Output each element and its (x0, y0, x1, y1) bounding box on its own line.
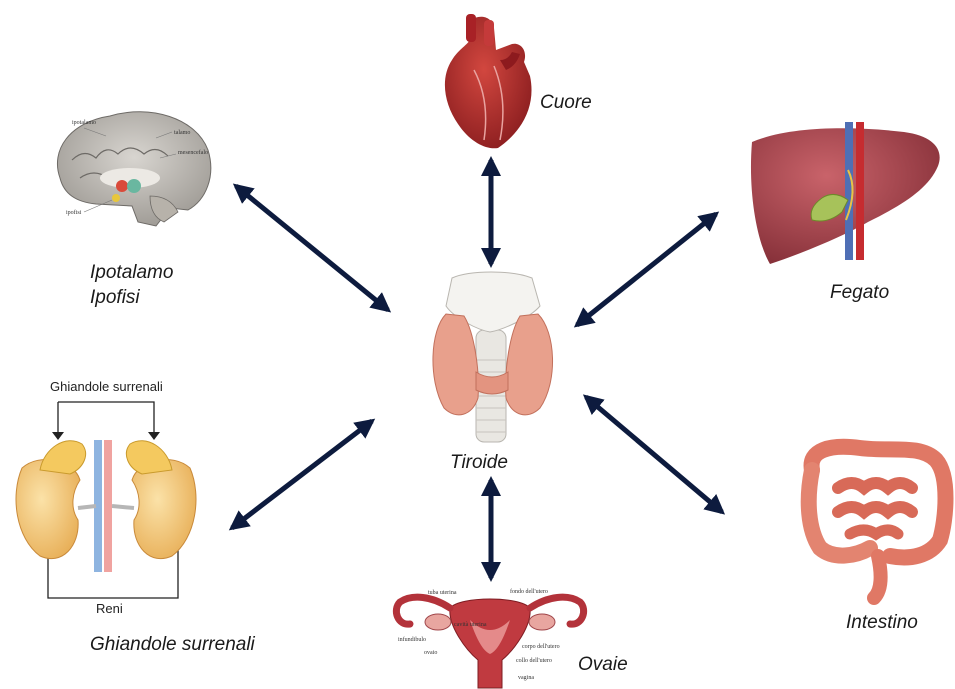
ovary-annotation-ovaio: ovaio (424, 650, 437, 656)
arrow-liver (577, 214, 716, 325)
label-fegato: Fegato (830, 282, 889, 304)
ovary-annotation-cavita: cavità uterina (454, 622, 486, 628)
label-ipofisi: Ipofisi (90, 287, 140, 309)
arrow-adrenal (232, 421, 372, 528)
brain-annotation-ipofisi: ipofisi (66, 210, 81, 216)
brain-annotation-ipotalamo: ipotalamo (72, 120, 96, 126)
brain-annotation-talamo: talamo (174, 130, 190, 136)
label-ovaie: Ovaie (578, 654, 628, 676)
ovary-annotation-infundibulo: infundibulo (398, 637, 426, 643)
label-intestino: Intestino (846, 612, 918, 634)
label-tiroide: Tiroide (450, 452, 508, 474)
label-ghiandole-surrenali: Ghiandole surrenali (90, 634, 255, 656)
label-cuore: Cuore (540, 92, 592, 114)
label-ipotalamo: Ipotalamo (90, 262, 173, 284)
thyroid-illustration (433, 272, 553, 442)
heart-illustration (445, 14, 532, 148)
ovary-annotation-fondo: fondo dell'utero (510, 589, 548, 595)
brain-annotation-mesencefalo: mesencefalo (178, 150, 208, 156)
ovary-annotation-vagina: vagina (518, 675, 534, 681)
adrenal-kidney-illustration (16, 402, 196, 598)
ovary-annotation-collo: collo dell'utero (516, 658, 552, 664)
ovary-annotation-tuba: tuba uterina (428, 590, 457, 596)
arrow-brain (236, 186, 388, 310)
arrow-intestine (586, 397, 722, 512)
intestine-illustration (809, 447, 946, 598)
kidney-bottom-caption: Reni (96, 601, 123, 616)
ovary-annotation-corpo: corpo dell'utero (522, 644, 560, 650)
adrenal-top-caption: Ghiandole surrenali (50, 379, 163, 394)
liver-illustration (751, 122, 940, 264)
brain-illustration (57, 112, 210, 226)
